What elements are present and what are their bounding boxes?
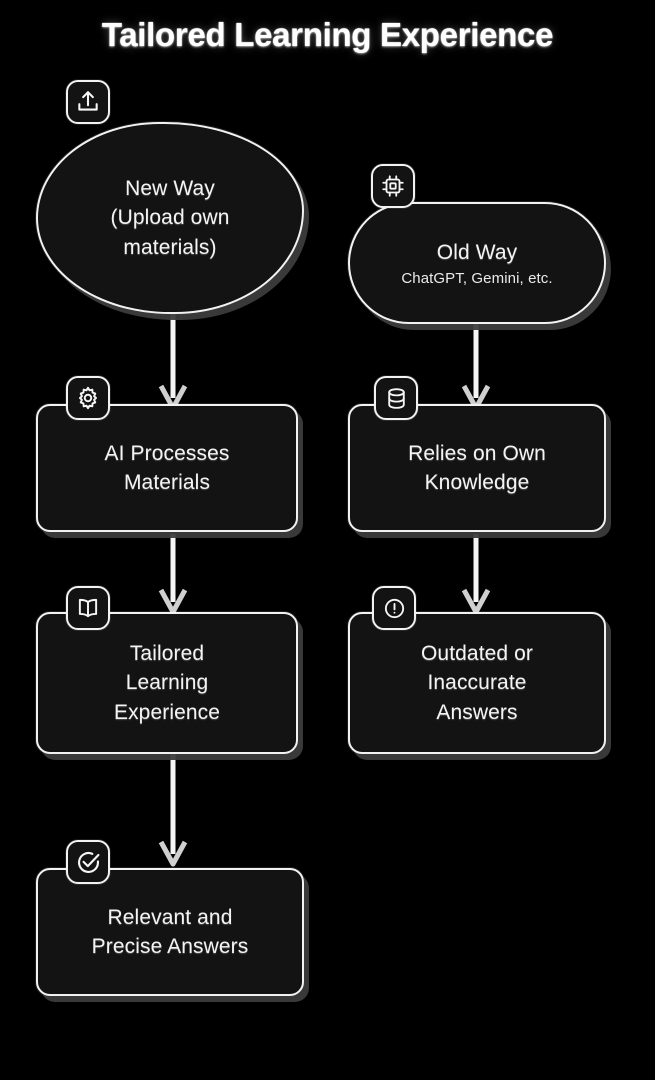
node-ai-processes[interactable]: AI Processes Materials	[36, 404, 298, 532]
node-relies-own-knowledge-line-2: Knowledge	[424, 471, 530, 494]
alert-circle-icon	[372, 586, 416, 630]
node-new-way[interactable]: New Way (Upload own materials)	[36, 122, 304, 314]
edge-new-way-to-ai-processes	[156, 312, 190, 412]
node-outdated-answers-line-2: Inaccurate	[427, 671, 527, 695]
node-tailored-learning-line-2: Learning	[125, 671, 209, 695]
node-new-way-line-3: materials)	[123, 235, 217, 259]
node-relies-own-knowledge-line-1: Relies on Own	[408, 441, 546, 465]
chip-icon	[371, 164, 415, 208]
node-old-way[interactable]: Old Way ChatGPT, Gemini, etc.	[348, 202, 606, 324]
node-relies-own-knowledge[interactable]: Relies on Own Knowledge	[348, 404, 606, 532]
node-tailored-learning[interactable]: Tailored Learning Experience	[36, 612, 298, 754]
database-icon	[374, 376, 418, 420]
edge-ai-processes-to-tailored-learning	[156, 534, 190, 616]
gear-icon	[66, 376, 110, 420]
node-relevant-precise-line-2: Precise Answers	[91, 935, 249, 958]
node-outdated-answers-line-1: Outdated or	[420, 641, 533, 665]
node-ai-processes-line-1: AI Processes	[104, 441, 230, 465]
book-icon	[66, 586, 110, 630]
node-outdated-answers[interactable]: Outdated or Inaccurate Answers	[348, 612, 606, 754]
node-new-way-line-1: New Way	[125, 176, 215, 200]
edge-tailored-learning-to-relevant-precise	[156, 748, 190, 868]
node-tailored-learning-line-1: Tailored	[129, 641, 205, 665]
edge-relies-own-knowledge-to-outdated-answers	[459, 534, 493, 616]
node-relevant-precise[interactable]: Relevant and Precise Answers	[36, 868, 304, 996]
upload-icon	[66, 80, 110, 124]
node-outdated-answers-line-3: Answers	[436, 700, 518, 724]
node-tailored-learning-line-3: Experience	[113, 700, 221, 724]
node-new-way-line-2: (Upload own	[110, 206, 230, 230]
node-ai-processes-line-2: Materials	[123, 471, 211, 494]
check-circle-icon	[66, 840, 110, 884]
page-title: Tailored Learning Experience	[101, 16, 554, 53]
node-old-way-label: Old Way	[436, 240, 518, 264]
node-old-way-sublabel: ChatGPT, Gemini, etc.	[401, 269, 553, 287]
node-relevant-precise-line-1: Relevant and	[107, 905, 233, 929]
edge-old-way-to-relies-own-knowledge	[459, 320, 493, 412]
